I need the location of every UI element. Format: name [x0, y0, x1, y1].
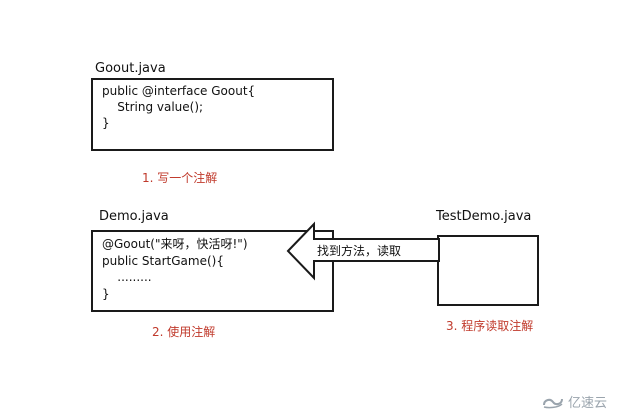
testdemo-caption: 3. 程序读取注解	[446, 319, 534, 333]
goout-code-box: public @interface Goout{ String value();…	[91, 78, 334, 151]
demo-filename: Demo.java	[99, 209, 169, 224]
watermark: 亿速云	[542, 392, 607, 411]
logo-icon	[542, 395, 564, 409]
goout-code-line: public @interface Goout{	[102, 84, 256, 98]
watermark-text: 亿速云	[568, 396, 608, 411]
demo-caption: 2. 使用注解	[152, 325, 216, 339]
arrow-shape	[286, 221, 440, 281]
goout-caption: 1. 写一个注解	[142, 171, 218, 185]
demo-code-line: public StartGame(){	[102, 254, 224, 268]
goout-filename: Goout.java	[95, 61, 166, 76]
testdemo-box	[437, 235, 539, 306]
demo-code-line: @Goout("来呀，快活呀!")	[102, 237, 248, 251]
testdemo-filename: TestDemo.java	[436, 209, 532, 224]
demo-code-line: .........	[102, 270, 152, 284]
goout-code-line: String value();	[102, 100, 204, 114]
goout-code-line: }	[102, 116, 110, 130]
demo-code-line: }	[102, 287, 110, 301]
demo-code-box: @Goout("来呀，快活呀!") public StartGame(){ ..…	[91, 230, 334, 312]
arrow-label: 找到方法，读取	[317, 244, 402, 258]
